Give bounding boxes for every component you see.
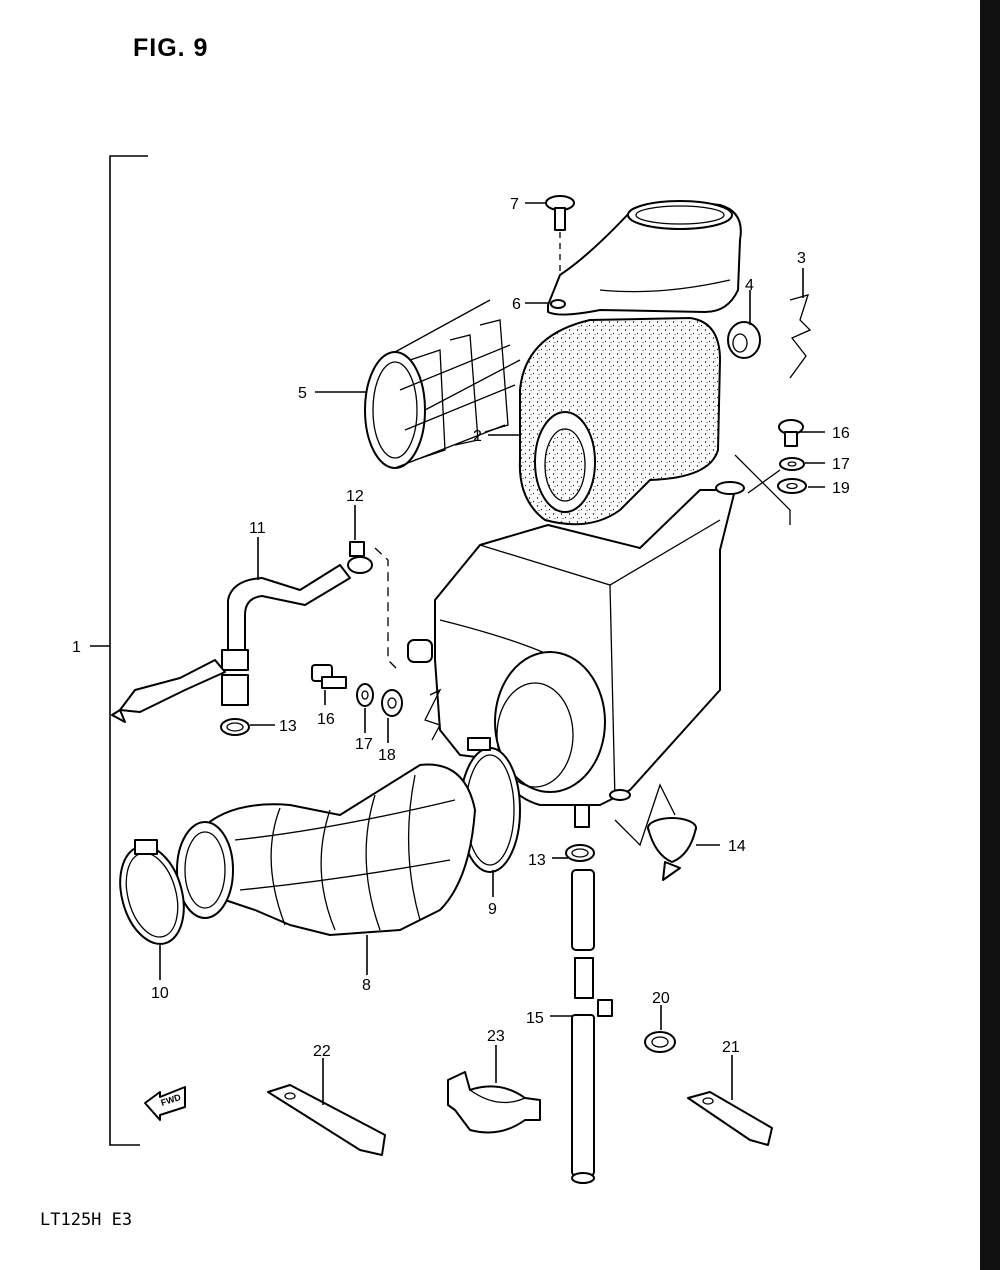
callout-13-left: 13 bbox=[279, 718, 297, 735]
callout-16-lower: 16 bbox=[317, 711, 335, 728]
callout-11: 11 bbox=[249, 520, 266, 537]
model-code: LT125H E3 bbox=[40, 1210, 133, 1230]
callout-4: 4 bbox=[745, 277, 754, 294]
part-8-intake-boot bbox=[176, 763, 476, 975]
callout-23: 23 bbox=[487, 1028, 505, 1045]
part-13-clamp-center bbox=[552, 844, 595, 862]
fwd-arrow-icon bbox=[144, 1086, 186, 1121]
part-2-foam-element bbox=[488, 316, 722, 526]
figure-title: FIG. 9 bbox=[133, 34, 209, 62]
mount-spring bbox=[424, 688, 442, 741]
part-15-drain-tube bbox=[550, 869, 613, 1184]
case-cap bbox=[525, 200, 742, 316]
part-13-clamp-left bbox=[220, 718, 275, 736]
air-cleaner-case bbox=[407, 481, 745, 828]
part-11-breather-hose bbox=[221, 537, 351, 706]
callout-12: 12 bbox=[346, 488, 364, 505]
callout-6: 6 bbox=[512, 296, 521, 313]
callout-15: 15 bbox=[526, 1010, 544, 1027]
callout-2: 2 bbox=[473, 428, 482, 445]
callout-17-lower: 17 bbox=[355, 736, 373, 753]
part-14-drain-cup bbox=[614, 783, 720, 881]
callout-21: 21 bbox=[722, 1039, 740, 1056]
callout-17-upper: 17 bbox=[832, 456, 850, 473]
part-21-band bbox=[687, 1055, 773, 1146]
part-12-clamp bbox=[347, 505, 401, 673]
part-22-band bbox=[267, 1058, 386, 1156]
callout-labels: 1 2 3 4 5 6 7 8 9 10 11 12 13 13 14 15 1… bbox=[72, 196, 850, 1108]
callout-14: 14 bbox=[728, 838, 746, 855]
callout-1: 1 bbox=[72, 639, 81, 656]
callout-13-center: 13 bbox=[528, 852, 546, 869]
callout-19: 19 bbox=[832, 480, 850, 497]
callout-18: 18 bbox=[378, 747, 396, 764]
upper-hardware bbox=[734, 419, 825, 525]
callout-8: 8 bbox=[362, 977, 371, 994]
callout-5: 5 bbox=[298, 385, 307, 402]
callout-22: 22 bbox=[313, 1043, 331, 1060]
part-23-holder bbox=[447, 1045, 541, 1134]
part-5-element-cage bbox=[315, 299, 521, 469]
scan-edge bbox=[980, 0, 1000, 1270]
lower-hardware bbox=[311, 664, 403, 743]
drain-plug-left bbox=[111, 659, 226, 723]
callout-20: 20 bbox=[652, 990, 670, 1007]
callout-7: 7 bbox=[510, 196, 519, 213]
assembly-bracket bbox=[90, 155, 148, 1146]
part-20-clip bbox=[644, 1005, 676, 1053]
part-3-clip bbox=[789, 268, 812, 379]
callout-10: 10 bbox=[151, 985, 169, 1002]
part-10-clamp bbox=[119, 839, 185, 980]
callout-16-upper: 16 bbox=[832, 425, 850, 442]
callout-9: 9 bbox=[488, 901, 497, 918]
part-4-grommet bbox=[727, 290, 761, 359]
callout-3: 3 bbox=[797, 250, 806, 267]
